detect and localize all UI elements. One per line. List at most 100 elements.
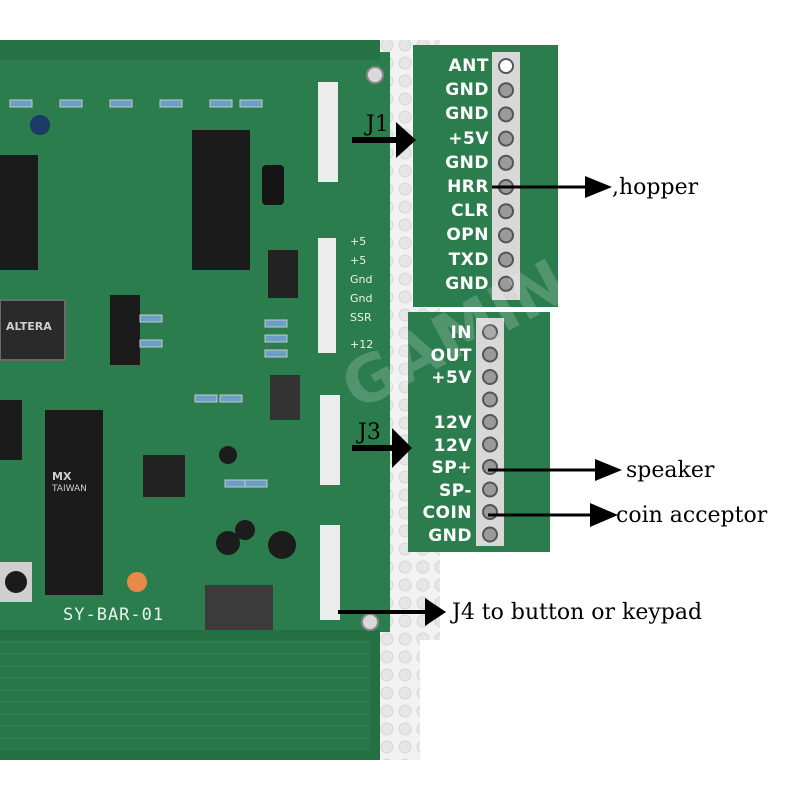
j3-pin-label: GND (428, 525, 472, 546)
j3-pin (482, 459, 498, 475)
chip-qfp (143, 455, 185, 497)
regulator (268, 250, 298, 298)
smd-resistor (219, 394, 243, 403)
speaker-callout: speaker (626, 458, 715, 483)
p4-label: Gnd (350, 273, 373, 286)
j3-pin-label: 12V (433, 435, 472, 456)
j1-closeup (413, 45, 558, 307)
j1-pin (498, 251, 514, 268)
p4-header-labels: +5 +5 Gnd Gnd SSR +12 (350, 232, 373, 354)
j1-pin (498, 275, 514, 292)
j1-pin-label: GND (445, 273, 489, 294)
j3-pin (482, 369, 498, 385)
board-header-j4 (320, 525, 340, 620)
smd-resistor (264, 349, 288, 358)
arrow-speaker (488, 459, 622, 481)
chip-left-top (0, 155, 38, 270)
electrolytic-cap (268, 531, 296, 559)
smd-resistor (159, 99, 183, 108)
smd-resistor (209, 99, 233, 108)
j1-pin (498, 58, 514, 74)
j3-pin-label: 12V (433, 413, 472, 433)
smd-resistor (9, 99, 33, 108)
j3-pin (482, 391, 498, 408)
lower-board-traces (0, 640, 370, 750)
smd-resistor (244, 479, 268, 488)
j1-pin-label: TXD (448, 249, 489, 270)
board-header-j3 (320, 395, 340, 485)
j3-pin (482, 481, 498, 498)
j3-pin-label: SP+ (431, 458, 472, 478)
slot-connector (205, 585, 273, 630)
smd-resistor (264, 319, 288, 328)
j1-pin-label: GND (445, 80, 489, 101)
capacitor-can (262, 165, 284, 205)
j3-pin-label: OUT (430, 345, 472, 366)
j3-pin (482, 436, 498, 453)
reset-button-cap (5, 571, 27, 593)
smd-resistor (139, 339, 163, 348)
p4-label: Gnd (350, 292, 373, 305)
arrow-coin (488, 503, 618, 527)
relay-box (270, 375, 300, 420)
j1-pin (498, 154, 514, 171)
j1-pin (498, 203, 514, 220)
j3-pin (482, 324, 498, 340)
j1-pin-label: HRR (447, 177, 489, 197)
board-header-j1 (318, 82, 338, 182)
chip-label-mx: MX (52, 470, 72, 483)
mount-hole (366, 66, 384, 84)
j3-pin (482, 526, 498, 543)
p4-label: SSR (350, 311, 372, 324)
j1-name: J1 (366, 112, 389, 137)
electrolytic-cap (219, 446, 237, 464)
p4-label: +5 (350, 235, 367, 248)
j1-pin (498, 82, 514, 99)
board-header-p4 (318, 238, 336, 353)
mount-hole (361, 613, 379, 631)
j1-pin-label: ANT (448, 56, 489, 76)
smd-resistor (59, 99, 83, 108)
j1-pin (498, 130, 514, 147)
potentiometer (127, 572, 147, 592)
chip-left-mid (0, 400, 22, 460)
electrolytic-cap (235, 520, 255, 540)
hopper-callout: ,hopper (612, 175, 699, 200)
chip-u15 (110, 295, 140, 365)
arrow-j1 (352, 122, 416, 158)
smd-resistor (224, 479, 248, 488)
arrow-hopper (492, 176, 612, 198)
j3-pin-label: IN (450, 323, 472, 343)
board-model-label: SY-BAR-01 (63, 605, 165, 625)
j4-name: J4 to button or keypad (452, 600, 703, 625)
j3-pin (482, 504, 498, 520)
electrolytic-cap (30, 115, 50, 135)
upper-board-edge (0, 40, 380, 60)
chip-mx (45, 410, 103, 595)
smd-resistor (139, 314, 163, 323)
arrow-j4 (338, 598, 446, 626)
chip-label-altera: ALTERA (6, 320, 52, 333)
chip-altera (0, 299, 66, 361)
electrolytic-cap (216, 531, 240, 555)
smd-resistor (109, 99, 133, 108)
j1-pin-label: OPN (446, 225, 489, 246)
j1-pin-label: +5V (448, 128, 489, 149)
smd-resistor (239, 99, 263, 108)
arrow-j3 (352, 428, 412, 468)
smd-resistor (194, 394, 218, 403)
j1-pin-label: CLR (451, 201, 489, 222)
j1-pin (498, 106, 514, 123)
j1-pin-label: GND (445, 104, 489, 125)
smd-resistor (264, 334, 288, 343)
j1-pin-label: GND (445, 152, 489, 173)
p4-label: +12 (350, 338, 374, 351)
chip-label-taiwan: TAIWAN (52, 484, 87, 494)
chip-u13 (192, 130, 250, 270)
j1-pin (498, 227, 514, 244)
j3-pin (482, 346, 498, 363)
j3-pin (482, 414, 498, 430)
j3-pin-label: +5V (431, 368, 472, 388)
